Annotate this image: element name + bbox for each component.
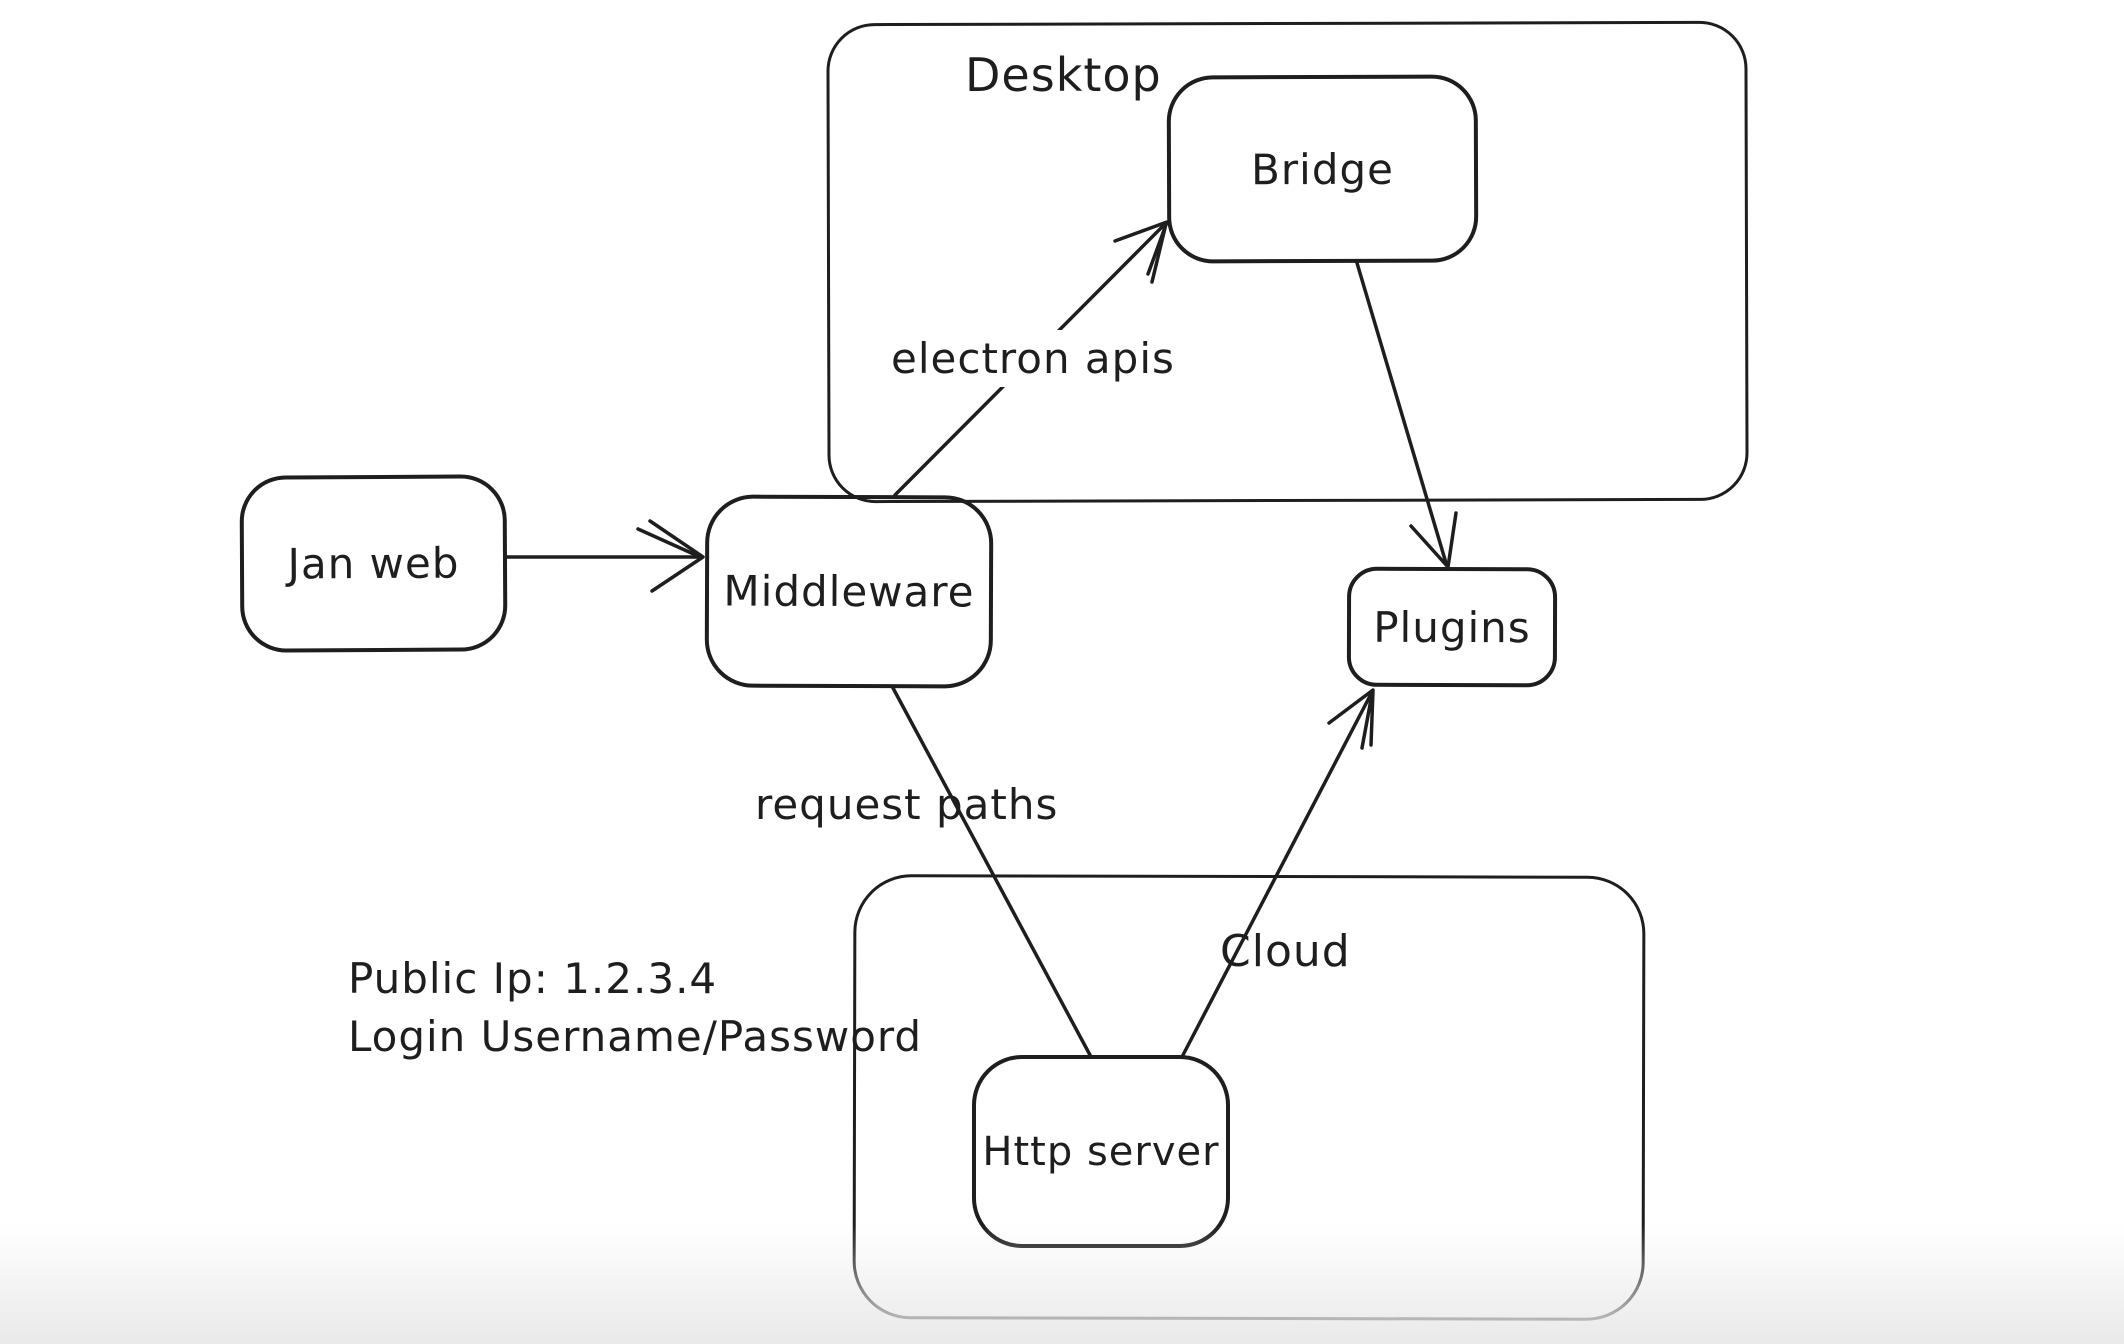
node-bridge: Bridge	[1166, 74, 1479, 264]
node-bridge-label: Bridge	[1250, 144, 1395, 194]
edge-janweb-to-middleware	[505, 519, 705, 593]
node-middleware: Middleware	[704, 494, 994, 689]
node-plugins-label: Plugins	[1373, 602, 1531, 652]
node-http-server: Http server	[972, 1055, 1230, 1248]
edge-middleware-to-httpserver	[891, 686, 1092, 1057]
edge-label-electron-apis: electron apis	[883, 330, 1183, 387]
container-desktop-label: Desktop	[965, 48, 1162, 102]
edge-httpserver-to-plugins	[1181, 688, 1375, 1057]
edge-label-request-paths: request paths	[755, 780, 1059, 829]
annotation-public-ip: Public Ip: 1.2.3.4 Login Username/Passwo…	[348, 950, 922, 1066]
node-jan-web: Jan web	[239, 474, 508, 653]
node-http-server-label: Http server	[982, 1128, 1220, 1175]
annotation-line-1: Public Ip: 1.2.3.4	[348, 954, 718, 1003]
annotation-line-2: Login Username/Password	[348, 1012, 923, 1061]
node-plugins: Plugins	[1346, 566, 1558, 688]
node-middleware-label: Middleware	[723, 566, 975, 617]
node-jan-web-label: Jan web	[287, 538, 460, 589]
container-cloud-label: Cloud	[1220, 926, 1351, 977]
edge-bridge-to-plugins	[1355, 261, 1458, 569]
